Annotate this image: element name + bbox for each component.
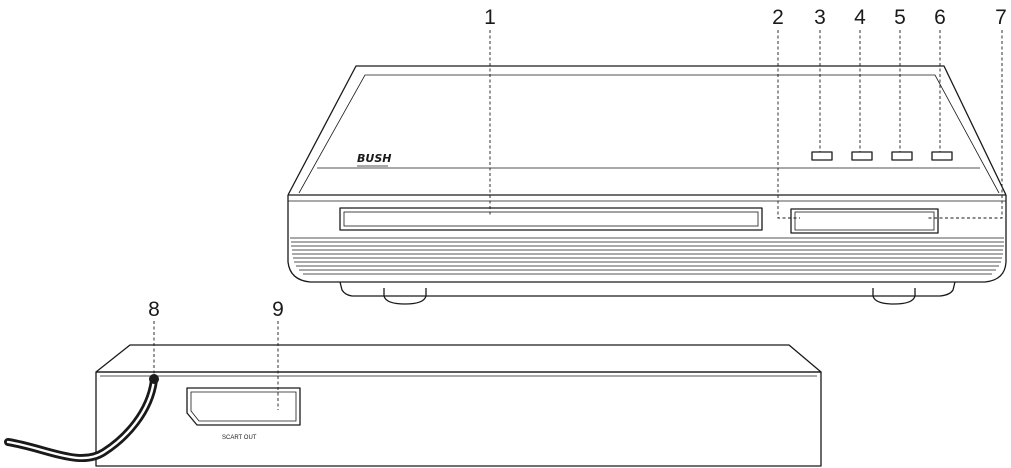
callout-8: 8 <box>148 298 160 321</box>
leader-2 <box>777 30 800 219</box>
rear-view-player: SCART OUT <box>4 321 822 467</box>
power-cord <box>4 374 159 463</box>
callout-7: 7 <box>995 6 1007 29</box>
callout-leaders-rear <box>153 321 279 410</box>
button-6 <box>931 151 953 161</box>
callout-leaders-front <box>489 30 1003 219</box>
button-3 <box>811 151 833 161</box>
callout-9: 9 <box>272 298 284 321</box>
scart-out-label: SCART OUT <box>222 435 257 441</box>
scart-socket <box>186 387 301 426</box>
callout-1: 1 <box>484 6 496 29</box>
display-window <box>790 208 939 234</box>
callout-2: 2 <box>772 6 784 29</box>
leader-7 <box>928 30 1003 219</box>
front-view-player: BUSH <box>287 30 1007 305</box>
player-front-face <box>287 195 1007 283</box>
button-5 <box>891 151 913 161</box>
display-window-inner <box>794 211 935 231</box>
callout-6: 6 <box>934 6 946 29</box>
callout-5: 5 <box>894 6 906 29</box>
player-top-inner-bevel <box>298 74 1000 194</box>
button-4 <box>851 151 873 161</box>
brand-logo: BUSH <box>357 152 391 167</box>
callout-3: 3 <box>814 6 826 29</box>
rear-panel <box>95 371 822 467</box>
brand-logo-text: BUSH <box>357 152 391 165</box>
player-feet <box>339 281 956 305</box>
callout-4: 4 <box>854 6 866 29</box>
vent-grille <box>290 237 1004 275</box>
disc-tray <box>339 207 763 231</box>
rear-top-surface <box>95 344 822 373</box>
disc-tray-inner <box>343 211 759 227</box>
player-top-surface <box>287 65 1007 196</box>
callout-numbers: 1 2 3 4 5 6 7 8 9 <box>148 6 1007 321</box>
